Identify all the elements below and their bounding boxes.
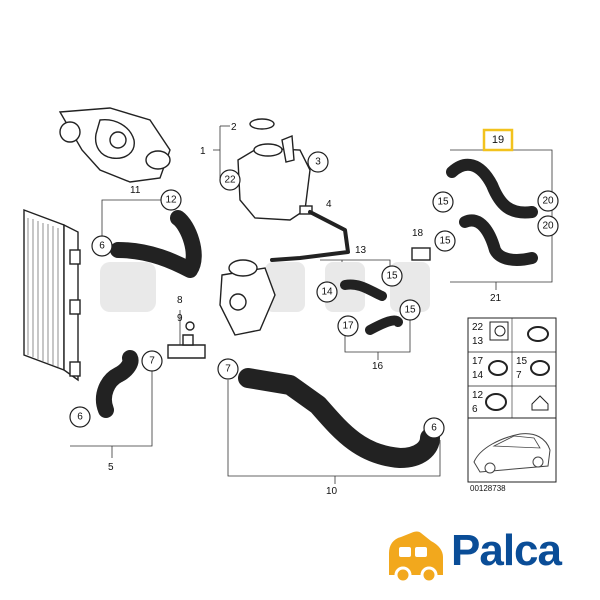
- callout-20a: 20: [537, 190, 559, 212]
- car-location-inset: [467, 417, 557, 483]
- label-5: 5: [108, 462, 114, 473]
- t-piece-illustration: [167, 321, 206, 359]
- callout-20b: 20: [537, 215, 559, 237]
- inset-label-13: 13: [472, 336, 484, 347]
- callout-17: 17: [337, 315, 359, 337]
- callout-7a: 7: [141, 350, 163, 372]
- label-16: 16: [372, 361, 384, 372]
- svg-text:7: 7: [149, 356, 155, 367]
- palca-logo: [389, 531, 443, 584]
- callout-15d: 15: [399, 299, 421, 321]
- callout-12a: 12: [160, 189, 182, 211]
- plain-labels: 2 1 4 11 13 18 8 9 5 10 16 21: [108, 122, 502, 497]
- inset-label-12: 12: [472, 390, 484, 401]
- label-21: 21: [490, 293, 502, 304]
- thermostat-housing-illustration: [219, 259, 276, 336]
- callout-14: 14: [316, 281, 338, 303]
- highlighted-callout-19: 19: [482, 128, 514, 152]
- svg-text:6: 6: [431, 423, 437, 434]
- label-10: 10: [326, 486, 338, 497]
- label-18: 18: [412, 228, 424, 239]
- inset-label-6: 6: [472, 404, 478, 415]
- radiator-illustration: [23, 208, 81, 382]
- svg-text:17: 17: [342, 321, 354, 332]
- inset-label-15: 15: [516, 356, 528, 367]
- callout-6a: 6: [91, 235, 113, 257]
- callout-15c: 15: [381, 265, 403, 287]
- palca-logo-text: Palca: [451, 526, 562, 575]
- svg-text:14: 14: [321, 287, 333, 298]
- label-8: 8: [177, 295, 183, 306]
- inset-label-7: 7: [516, 370, 522, 381]
- callout-15a: 15: [432, 191, 454, 213]
- label-11: 11: [130, 185, 141, 196]
- label-9: 9: [177, 313, 183, 324]
- svg-text:20: 20: [542, 196, 554, 207]
- expansion-tank-illustration: [237, 118, 313, 221]
- svg-text:12: 12: [165, 195, 177, 206]
- callout-6b: 6: [69, 406, 91, 428]
- callout-22: 22: [219, 169, 241, 191]
- label-19: 19: [492, 134, 504, 146]
- inset-label-17: 17: [472, 356, 484, 367]
- svg-text:20: 20: [542, 221, 554, 232]
- svg-text:6: 6: [77, 412, 83, 423]
- svg-text:3: 3: [315, 157, 321, 168]
- hardware-inset-panel: 22 13 17 14 15 7 12 6: [467, 317, 557, 419]
- callout-6c: 6: [423, 417, 445, 439]
- callout-3: 3: [307, 151, 329, 173]
- svg-text:15: 15: [437, 197, 449, 208]
- callout-15b: 15: [434, 230, 456, 252]
- part-number: 00128738: [470, 484, 506, 493]
- svg-text:6: 6: [99, 241, 105, 252]
- svg-text:15: 15: [439, 236, 451, 247]
- svg-text:22: 22: [224, 175, 236, 186]
- label-13: 13: [355, 245, 367, 256]
- water-pump-illustration: [58, 107, 171, 183]
- label-1: 1: [200, 146, 206, 157]
- inset-label-14: 14: [472, 370, 484, 381]
- svg-text:15: 15: [386, 271, 398, 282]
- label-4: 4: [326, 199, 332, 210]
- svg-text:15: 15: [404, 305, 416, 316]
- callout-7b: 7: [217, 358, 239, 380]
- circled-callouts: 12 6 7 6 7 22 3 15 15 20 20 15 14 15 17 …: [69, 151, 559, 439]
- svg-text:7: 7: [225, 364, 231, 375]
- label-2: 2: [231, 122, 237, 133]
- inset-label-22: 22: [472, 322, 484, 333]
